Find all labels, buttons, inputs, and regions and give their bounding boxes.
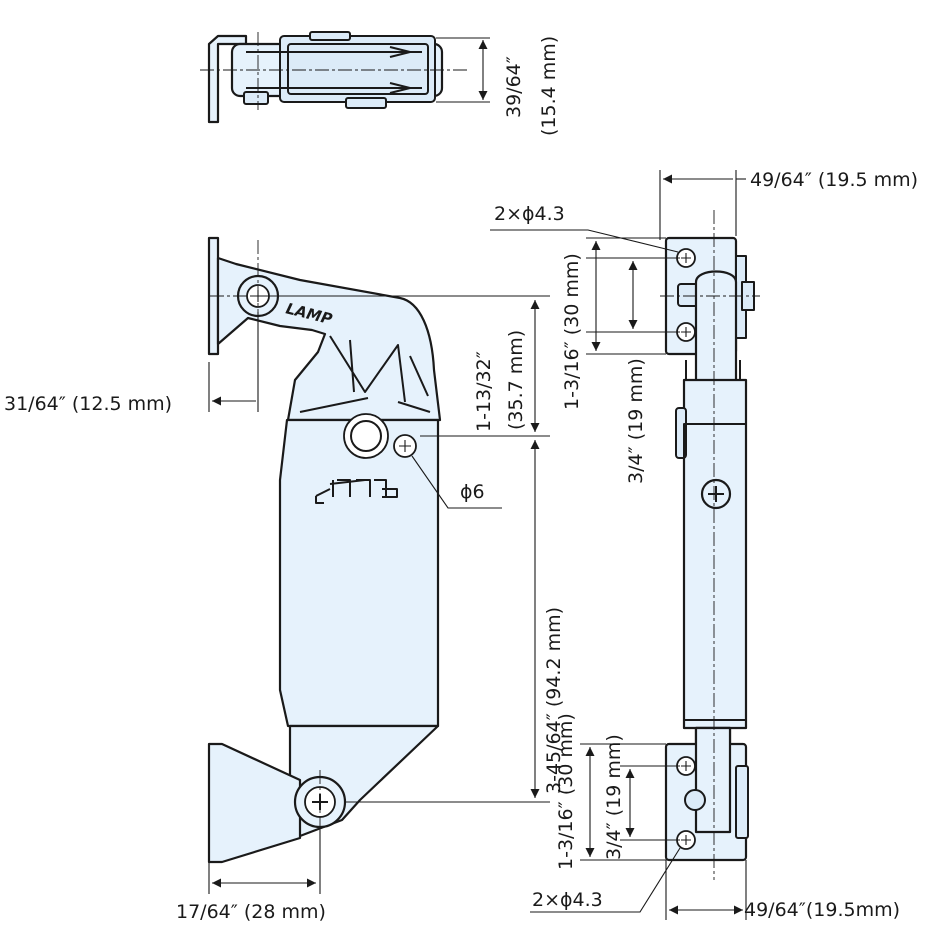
top-height-mm-label: (15.4 mm) [538,36,560,136]
top-height-label: 39/64″ [503,56,525,118]
right-top-width-label: 49/64″ (19.5 mm) [750,169,918,191]
upper-height-label: 1-13/32″ [473,351,495,432]
pin-dia-label: ϕ6 [460,481,485,503]
lower-pitch-small-label: 3/4″ (19 mm) [603,734,625,860]
front-view: LAMP 31/64″ (12.5 mm) 1-13/ [4,236,565,923]
lower-flange [207,742,302,864]
top-view: 39/64″ (15.4 mm) [200,31,560,136]
main-housing [278,418,440,728]
top-holes-label: 2×ϕ4.3 [494,203,565,225]
bottom-offset-label: 17/64″ (28 mm) [176,901,326,923]
upper-height-mm-label: (35.7 mm) [505,330,527,430]
left-offset-label: 31/64″ (12.5 mm) [4,393,172,415]
lower-pitch-label: 1-3/16″ (30 mm) [555,713,577,870]
upper-pitch-small-label: 3/4″ (19 mm) [625,358,647,484]
spring-clip-icon [315,479,398,498]
bottom-holes-label: 2×ϕ4.3 [532,889,603,911]
right-housing [682,378,748,730]
right-bottom-width-label: 49/64″(19.5mm) [744,899,900,921]
upper-pitch-label: 1-3/16″ (30 mm) [561,253,583,410]
right-view: 49/64″ (19.5 mm) 2×ϕ4.3 1-3/16″ (30 mm) … [490,169,918,921]
top-view-bracket [207,34,248,124]
length-label: 3-45/64″ (94.2 mm) [543,607,565,794]
top-view-housing [279,35,436,103]
